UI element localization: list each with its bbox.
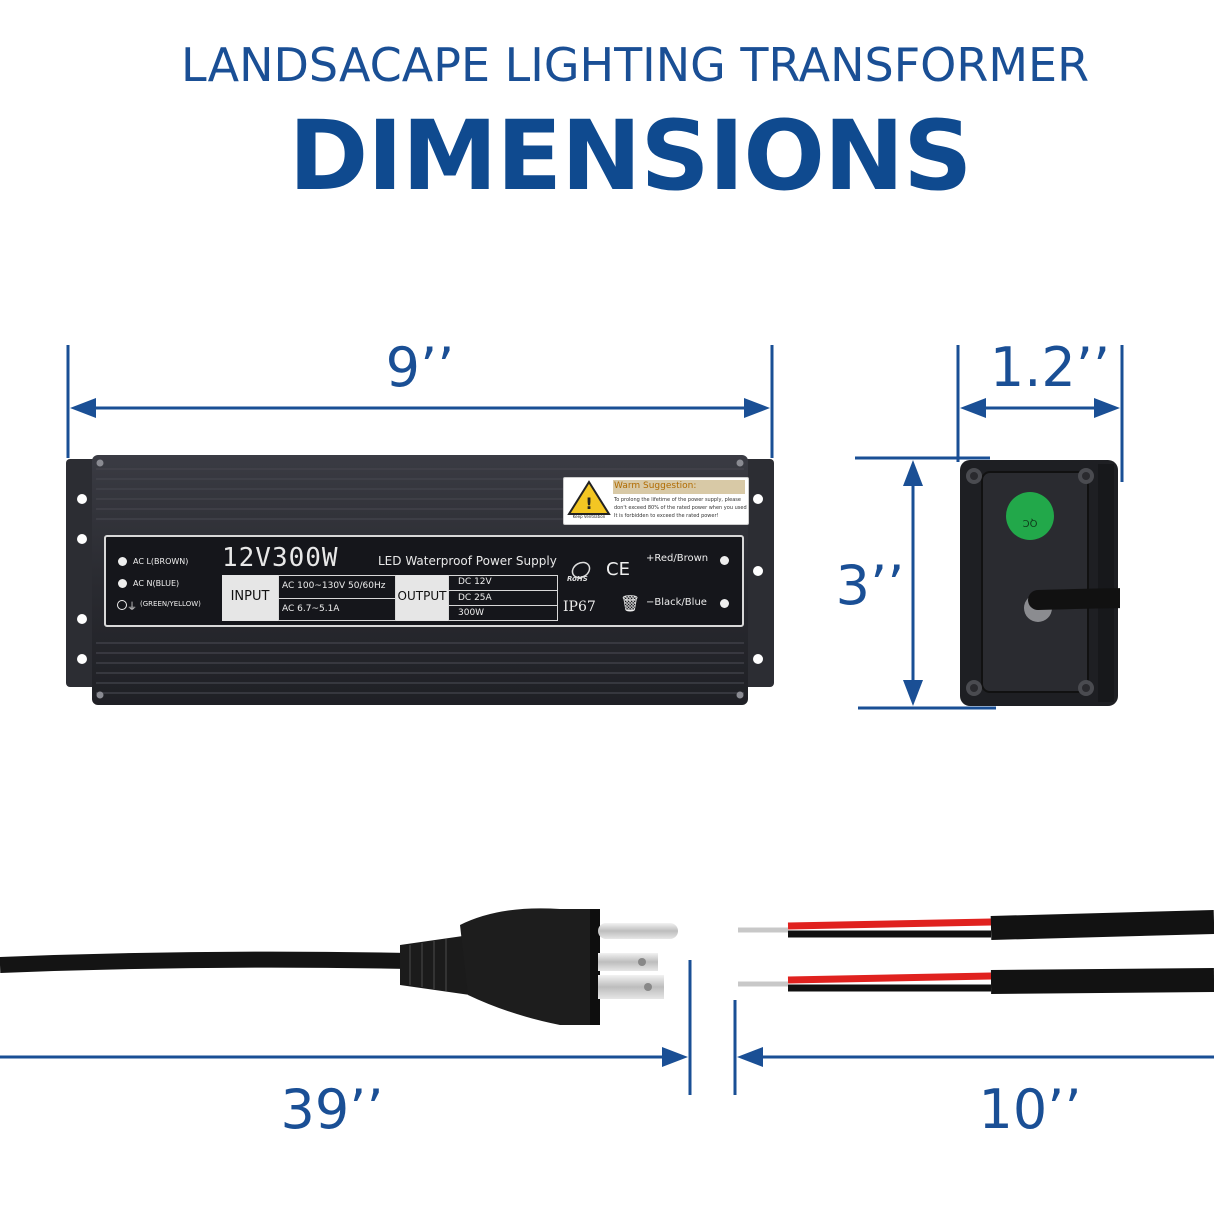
negative-terminal-dot xyxy=(720,599,729,608)
height-label: 3’’ xyxy=(835,554,905,617)
warning-sticker: ! Keep Ventilation Warm Suggestion: To p… xyxy=(563,477,749,525)
ground-label: (GREEN/YELLOW) xyxy=(140,600,201,608)
power-supply-side-view: QC xyxy=(960,460,1120,706)
output-voltage: DC 12V xyxy=(458,577,492,587)
negative-output-label: −Black/Blue xyxy=(646,597,707,608)
output-power: 300W xyxy=(458,608,485,618)
ac-n-label: AC N(BLUE) xyxy=(133,579,180,588)
warning-title: Warm Suggestion: xyxy=(614,481,697,491)
ce-mark: CE xyxy=(606,559,630,580)
page-title: DIMENSIONS xyxy=(288,100,973,212)
rohs-mark: RoHS xyxy=(567,575,588,583)
ip-rating: IP67 xyxy=(563,599,596,615)
product-name: LED Waterproof Power Supply xyxy=(378,554,557,568)
model-name: 12V300W xyxy=(222,543,339,573)
input-voltage: AC 100~130V 50/60Hz xyxy=(282,581,386,591)
warning-triangle-icon: ! xyxy=(567,480,611,515)
subtitle: LANDSACAPE LIGHTING TRANSFORMER xyxy=(180,38,1090,92)
ac-l-terminal-dot xyxy=(118,557,127,566)
ground-terminal-dot xyxy=(117,600,127,610)
rohs-leaf-icon xyxy=(568,561,594,581)
svg-text:!: ! xyxy=(585,494,592,513)
ac-plug-illustration xyxy=(0,908,678,1025)
ground-icon: ⏚ xyxy=(127,602,137,613)
length-label: 9’’ xyxy=(385,336,455,399)
output-label: OUTPUT xyxy=(397,589,447,603)
cord-length-label: 39’’ xyxy=(280,1078,384,1141)
ac-n-terminal-dot xyxy=(118,579,127,588)
input-label: INPUT xyxy=(230,589,270,604)
input-current: AC 6.7~5.1A xyxy=(282,604,340,614)
svg-text:QC: QC xyxy=(1023,517,1038,528)
qc-pass-sticker xyxy=(1006,492,1054,540)
depth-label: 1.2’’ xyxy=(989,336,1111,399)
positive-terminal-dot xyxy=(720,556,729,565)
positive-output-label: +Red/Brown xyxy=(646,553,709,564)
dc-output-leads xyxy=(738,910,1214,994)
ac-l-label: AC L(BROWN) xyxy=(133,557,189,566)
weee-bin-icon: 🗑 xyxy=(620,594,641,613)
spec-label-panel: AC L(BROWN) AC N(BLUE) ⏚ (GREEN/YELLOW) … xyxy=(104,535,744,627)
lead-length-label: 10’’ xyxy=(978,1078,1082,1141)
output-current: DC 25A xyxy=(458,593,492,603)
